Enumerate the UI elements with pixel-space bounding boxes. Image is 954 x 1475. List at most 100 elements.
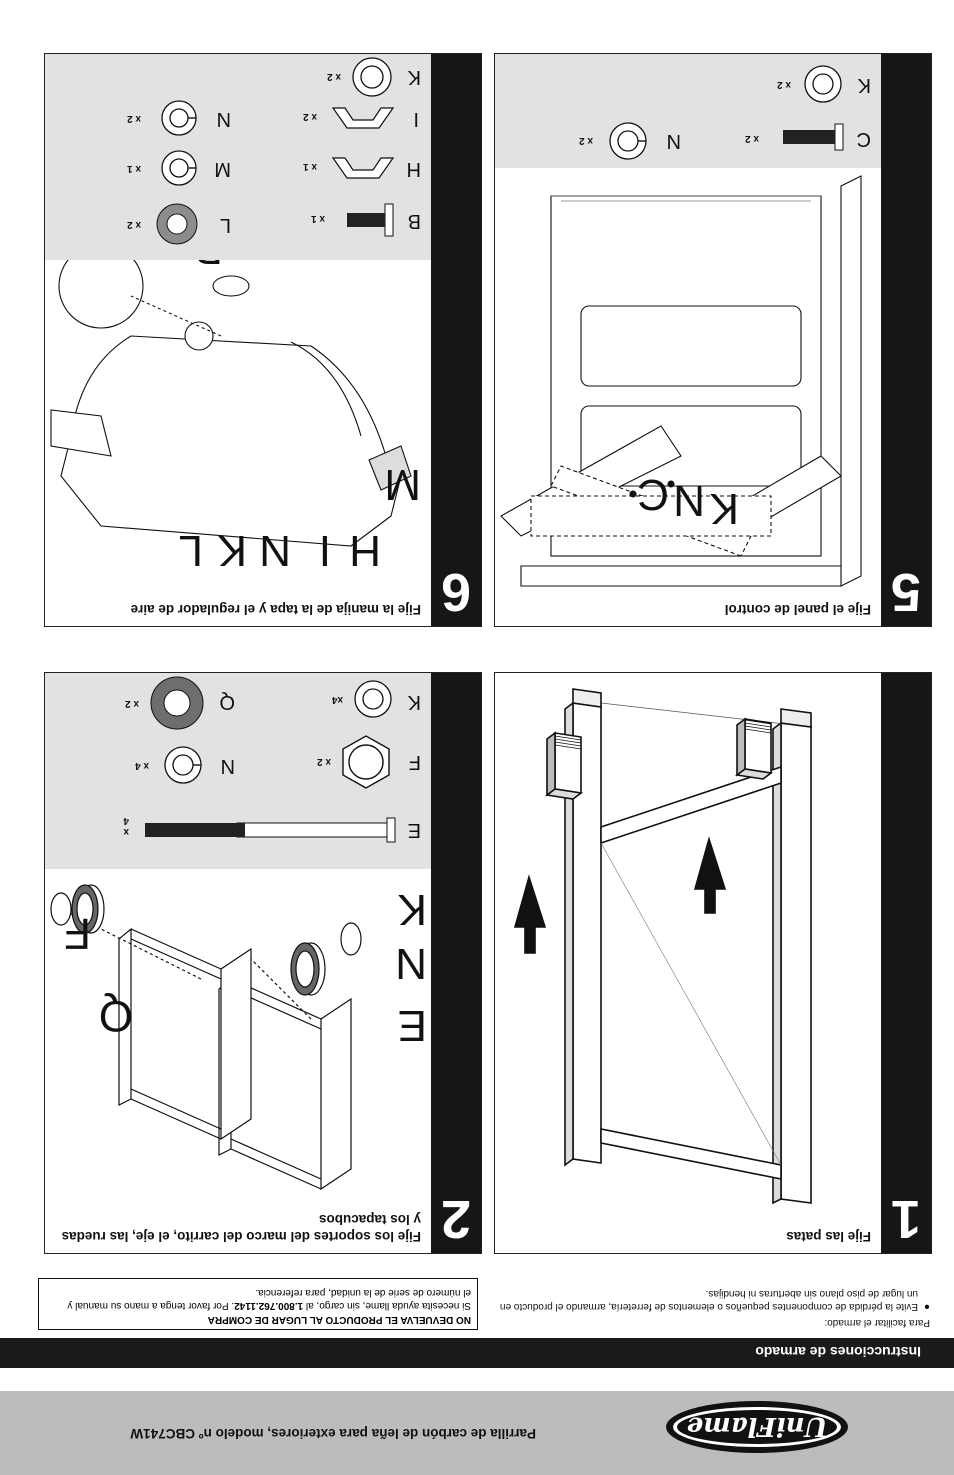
callout-label: Q: [98, 991, 133, 1040]
hardware-panel: E x 4 F x 2 K: [45, 673, 431, 869]
hubcap-icon: [150, 676, 204, 730]
part-b: B x 1: [291, 200, 421, 240]
section-title: Instrucciones de armado: [755, 1344, 921, 1360]
washer-icon: [354, 680, 392, 718]
part-f: F x 2: [301, 733, 421, 789]
part-qty: x 4: [135, 760, 149, 771]
part-n: N x 2: [101, 98, 231, 138]
notice-text-a: Si necesita ayuda llame, sin cargo, al: [303, 1300, 471, 1312]
step-number-column: 5: [881, 54, 931, 626]
intro-lead: Para facilitar el armado:: [824, 1317, 930, 1328]
part-qty: x 2: [125, 698, 139, 709]
part-k: K x4: [301, 679, 421, 719]
part-letter: F: [408, 751, 421, 773]
part-letter: K: [857, 74, 871, 96]
part-letter: M: [214, 158, 231, 180]
part-letter: K: [407, 691, 421, 713]
lock-washer-icon: [161, 150, 197, 186]
intro-text: Para facilitar el armado: ●Evite la pérd…: [494, 1287, 930, 1330]
part-qty: x4: [331, 694, 343, 705]
step-number: 2: [440, 1189, 472, 1249]
part-qty: x 2: [127, 219, 141, 230]
part-letter: E: [407, 819, 421, 841]
step-title: Fije el panel de control: [724, 602, 871, 617]
intro-bullet: ●Evite la pérdida de componentes pequeño…: [494, 1300, 930, 1314]
intro-bullet-cont: un lugar de piso plano sin aberturas ni …: [494, 1287, 930, 1301]
part-n: N x 4: [115, 739, 235, 789]
step-number-column: 2: [431, 673, 481, 1253]
part-qty: x 2: [317, 756, 331, 767]
lock-washer-icon: [609, 122, 647, 160]
part-qty: x 2: [777, 79, 791, 90]
uniflame-logo: UniFlame: [666, 1401, 848, 1453]
part-letter: C: [856, 128, 871, 150]
step-title: Fije las patas: [786, 1229, 871, 1244]
legs-illustration: [513, 688, 812, 1205]
step-title: Fije la manija de la tapa y el regulador…: [130, 602, 421, 617]
notice-line-2: el número de serie de la unidad, para re…: [255, 1287, 471, 1298]
part-qty: x 1: [303, 161, 317, 172]
step-title: Fije los soportes del marco del carrito,…: [61, 1212, 421, 1244]
callout-label: E: [397, 1001, 427, 1050]
handle-spacer-icon: [331, 157, 395, 179]
part-e: E x 4: [121, 809, 421, 849]
hardware-panel: B x 1 H x 1 I x 2: [45, 54, 431, 260]
hardware-panel: C x 2 N x 2 K: [495, 54, 881, 168]
part-letter: L: [219, 214, 231, 236]
callout-label: I: [318, 526, 331, 575]
section-bar: Instrucciones de armado: [0, 1338, 954, 1368]
callout-label: N: [395, 939, 427, 988]
callout-label: K: [217, 526, 247, 575]
step-number-column: 1: [881, 673, 931, 1253]
step-1: 1 Fije las patas: [494, 672, 932, 1254]
step-6: 6 Fije la manija de la tapa y el regulad…: [44, 53, 482, 627]
cart-frame-illustration: [50, 884, 362, 1191]
callout-label: F: [64, 909, 91, 958]
part-letter: I: [413, 108, 419, 130]
bolt-icon: [347, 203, 394, 237]
part-qty: x 2: [745, 133, 759, 144]
callout-label: K: [397, 885, 427, 934]
part-h: H x 1: [281, 148, 421, 188]
notice-title: NO DEVUELVA EL PRODUCTO AL LUGAR DE COMP…: [207, 1314, 471, 1325]
bolt-icon: [145, 817, 396, 843]
part-qty: x 2: [327, 71, 341, 82]
part-l: L x 2: [101, 202, 231, 246]
part-qty: x 2: [127, 113, 141, 124]
part-c: C x 2: [701, 114, 871, 158]
part-qty: x 1: [127, 163, 141, 174]
part-m: M x 1: [101, 148, 231, 188]
callout-label: N: [673, 476, 705, 525]
notice-phone: 1.800.762.1142: [234, 1300, 304, 1312]
part-qty: x 4: [123, 815, 129, 837]
part-letter: B: [407, 210, 421, 232]
step-2: 2 Fije los soportes del marco del carrit…: [44, 672, 482, 1254]
lock-washer-icon: [161, 100, 197, 136]
part-k: K x 2: [281, 54, 421, 98]
notice-line-1: Si necesita ayuda llame, sin cargo, al 1…: [45, 1299, 471, 1313]
callout-label: K: [709, 484, 739, 533]
notice-box: NO DEVUELVA EL PRODUCTO AL LUGAR DE COMP…: [38, 1278, 478, 1330]
intro-bullet-1: Evite la pérdida de componentes pequeños…: [499, 1301, 918, 1313]
part-n: N x 2: [551, 118, 681, 162]
part-letter: K: [407, 66, 421, 88]
header-title: Parrilla de carbón de leña para exterior…: [130, 1426, 536, 1441]
callout-label: L: [178, 526, 203, 575]
step-number-column: 6: [431, 54, 481, 626]
part-i: I x 2: [281, 98, 421, 138]
gray-washer-icon: [156, 203, 198, 245]
washer-icon: [804, 65, 842, 103]
page-header: UniFlame Parrilla de carbón de leña para…: [0, 1391, 954, 1475]
part-qty: x 2: [303, 111, 317, 122]
step-number: 5: [890, 562, 922, 622]
part-qty: x 1: [311, 213, 325, 224]
callout-label: N: [259, 526, 291, 575]
intro-bullet-2: un lugar de piso plano sin aberturas ni …: [705, 1288, 918, 1299]
washer-icon: [352, 57, 392, 97]
part-letter: N: [220, 755, 235, 777]
part-letter: N: [666, 130, 681, 152]
notice-text-b: . Por favor tenga a mano su manual y: [67, 1300, 235, 1312]
part-letter: Q: [219, 691, 235, 713]
callout-label: M: [384, 460, 421, 509]
